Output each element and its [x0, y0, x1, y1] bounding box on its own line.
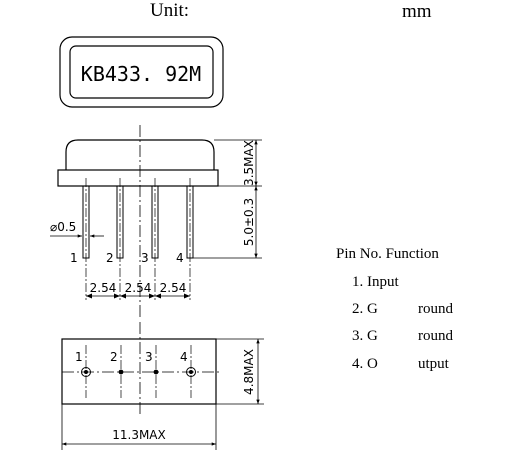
pin-row-2-pin: 2. G — [352, 301, 378, 317]
unit-value: mm — [402, 1, 432, 22]
pin-row-4-function: utput — [418, 356, 449, 372]
bottom-pin-number-4: 4 — [180, 350, 188, 364]
pitch-label-1: 2.54 — [90, 281, 117, 295]
bottom-pin-number-3: 3 — [145, 350, 153, 364]
marking-outline — [59, 36, 224, 108]
pin-row-3-pin: 3. G — [352, 328, 378, 344]
pitch-label-2: 2.54 — [125, 281, 152, 295]
side-pin-number-1: 1 — [70, 251, 78, 265]
length-dimension — [61, 404, 217, 450]
bottom-view-outline — [61, 338, 217, 405]
side-view-body — [65, 139, 215, 170]
unit-label: Unit: — [150, 0, 190, 21]
bottom-pin-number-2: 2 — [110, 350, 118, 364]
pitch-ticks — [86, 293, 190, 299]
height-label: 3.5MAX — [242, 140, 256, 186]
pin-table-header: Pin No. Function — [336, 246, 439, 262]
height-dimension — [193, 139, 262, 259]
side-pin-number-4: 4 — [176, 251, 184, 265]
marking-text: KB433. 92M — [81, 62, 201, 86]
pin-row-3-function: round — [418, 328, 453, 344]
bottom-pad-center-lines — [85, 345, 192, 398]
lead-diameter-label: ⌀0.5 — [50, 220, 76, 234]
side-pin-number-3: 3 — [141, 251, 149, 265]
length-label: 11.3MAX — [112, 428, 166, 442]
bottom-pin-number-1: 1 — [75, 350, 83, 364]
width-dimension — [216, 338, 264, 405]
side-view-leads — [82, 185, 194, 259]
width-label: 4.8MAX — [242, 349, 256, 395]
pin-row-4-pin: 4. O — [352, 356, 378, 372]
side-view-base — [57, 169, 219, 187]
pitch-label-3: 2.54 — [160, 281, 187, 295]
lead-length-label: 5.0±0.3 — [242, 198, 256, 246]
pin-row-2-function: round — [418, 301, 453, 317]
lead-center-lines — [85, 178, 191, 300]
side-pin-number-2: 2 — [106, 251, 114, 265]
pin-row-1-pin: 1. Input — [352, 274, 399, 290]
